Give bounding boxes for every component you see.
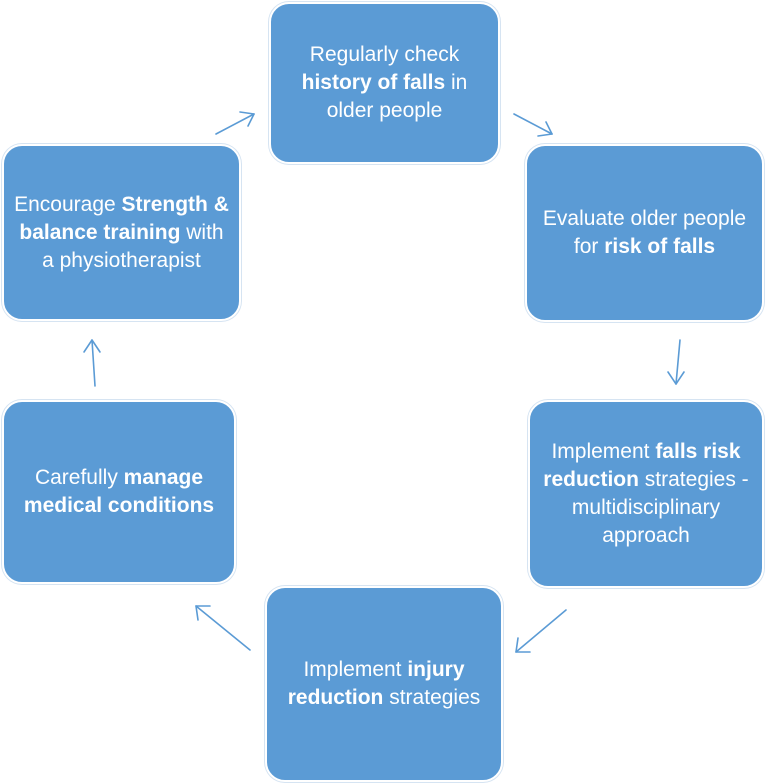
step-6-text-post: with a physiotherapist [42,220,224,272]
arrow-step-3-to-step-4 [515,609,567,653]
step-1-text-pre: Regularly check [309,43,460,66]
step-5-box: Carefully manage medical conditions [2,400,236,584]
step-5-text: Carefully manage medical conditions [14,464,224,520]
step-1-text: Regularly check history of falls in olde… [281,41,488,125]
step-2-text-bold: risk of falls [604,235,716,258]
step-4-text-bold: injury reduction [287,658,465,709]
step-6-text-bold: Strength & balance training [19,192,229,244]
arrow-step-2-to-step-3 [667,339,685,385]
step-3-text: Implement falls risk reduction strategie… [540,438,752,550]
step-4-text-pre: Implement [303,658,408,681]
step-2-text-pre: Evaluate older people for [542,207,747,258]
arrow-step-1-to-step-2 [513,113,553,137]
step-1-text-post: in older people [326,71,468,122]
step-4-box: Implement injury reduction strategies [265,586,503,782]
step-2-box: Evaluate older people for risk of falls [525,144,764,322]
step-5-text-bold: manage medical conditions [23,466,215,517]
step-3-text-post: strategies - multidisciplinary approach [571,468,749,547]
step-5-text-pre: Carefully [34,466,124,489]
step-1-text-bold: history of falls [301,71,446,94]
arrow-step-4-to-step-5 [195,605,251,651]
step-4-text: Implement injury reduction strategies [277,656,491,712]
step-1-box: Regularly check history of falls in olde… [269,2,500,164]
step-4-text-post: strategies [383,686,481,709]
step-6-text: Encourage Strength & balance training wi… [14,191,229,275]
arrow-step-5-to-step-6 [83,339,101,387]
step-6-box: Encourage Strength & balance training wi… [2,144,241,321]
step-2-text: Evaluate older people for risk of falls [537,205,752,261]
step-3-box: Implement falls risk reduction strategie… [528,400,764,588]
step-3-text-pre: Implement [551,440,656,463]
step-3-text-bold: falls risk reduction [543,440,741,491]
arrow-step-6-to-step-1 [215,111,255,135]
step-6-text-pre: Encourage [14,192,122,216]
